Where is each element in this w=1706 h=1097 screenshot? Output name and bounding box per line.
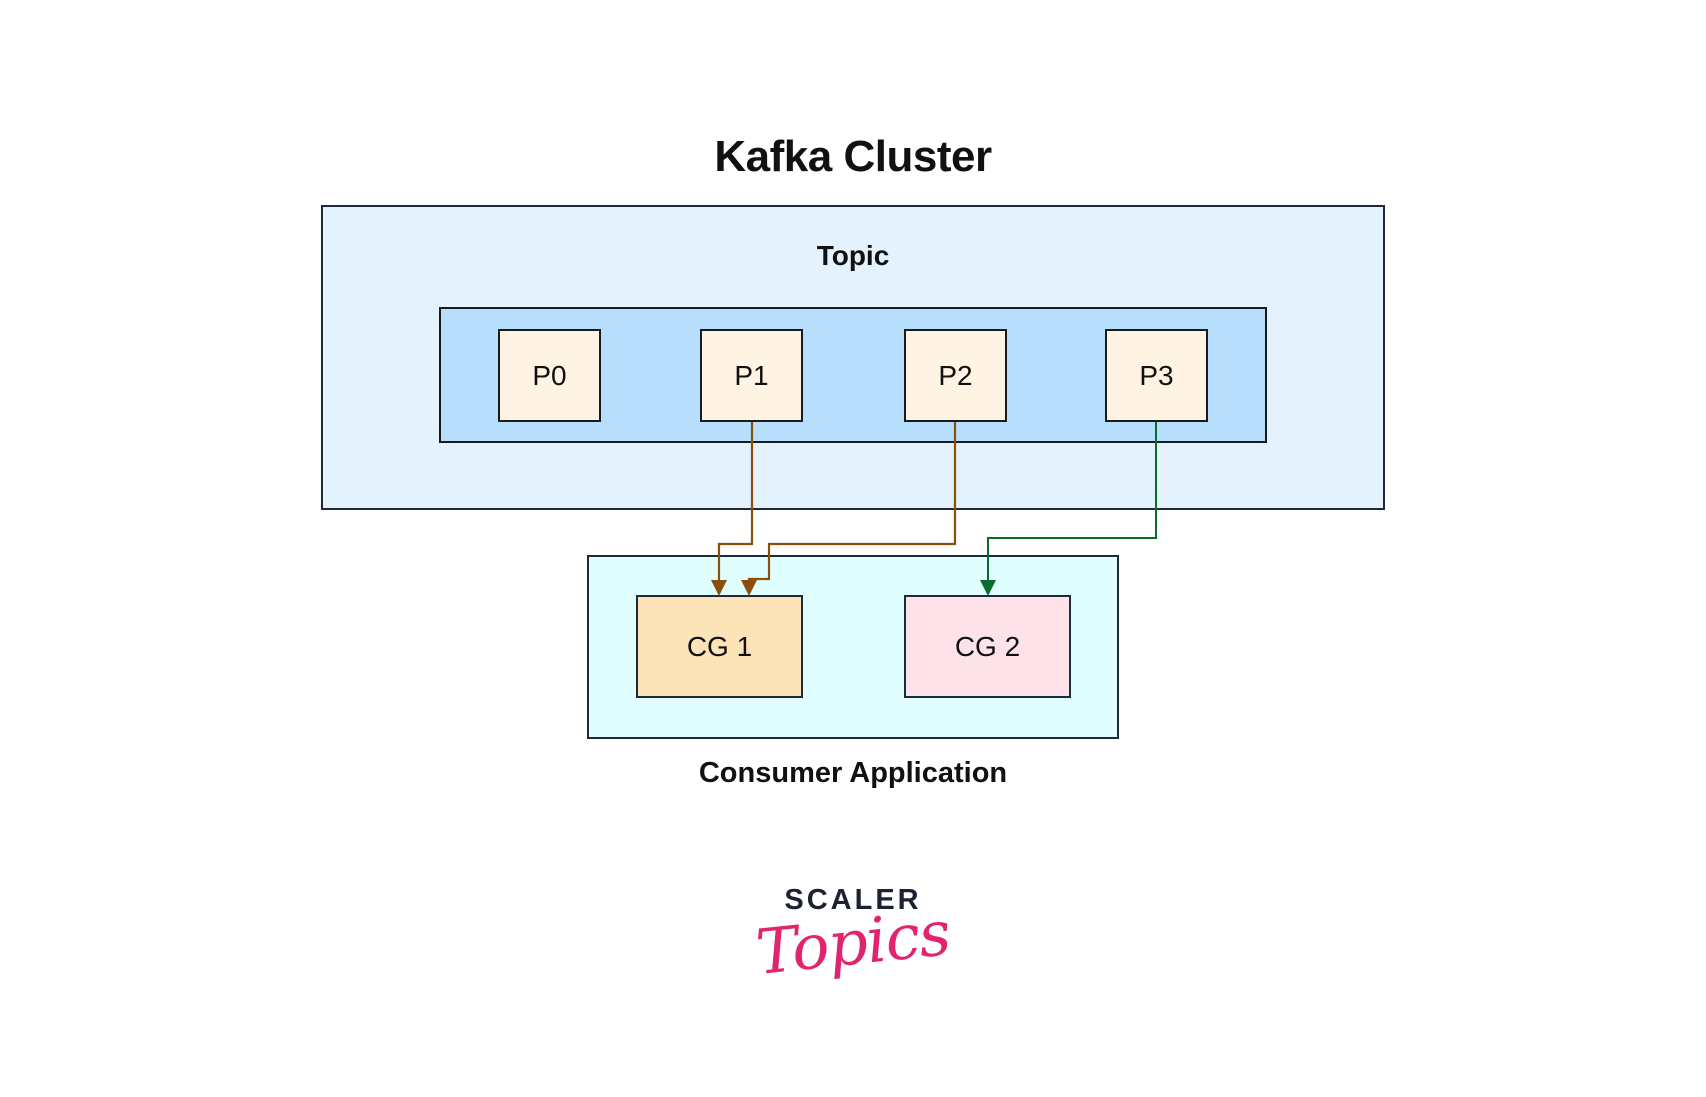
diagram-title: Kafka Cluster [714,132,992,181]
scaler-logo-text: SCALER [784,884,922,916]
partition-p2: P2 [904,329,1007,422]
consumer-group-2: CG 2 [904,595,1071,698]
topic-label: Topic [816,240,890,271]
consumer-group-1: CG 1 [636,595,803,698]
partition-p0: P0 [498,329,601,422]
partition-p1: P1 [700,329,803,422]
consumer-application-label: Consumer Application [698,757,1008,789]
partition-p3: P3 [1105,329,1208,422]
topics-logo-script: Topics [752,896,954,989]
